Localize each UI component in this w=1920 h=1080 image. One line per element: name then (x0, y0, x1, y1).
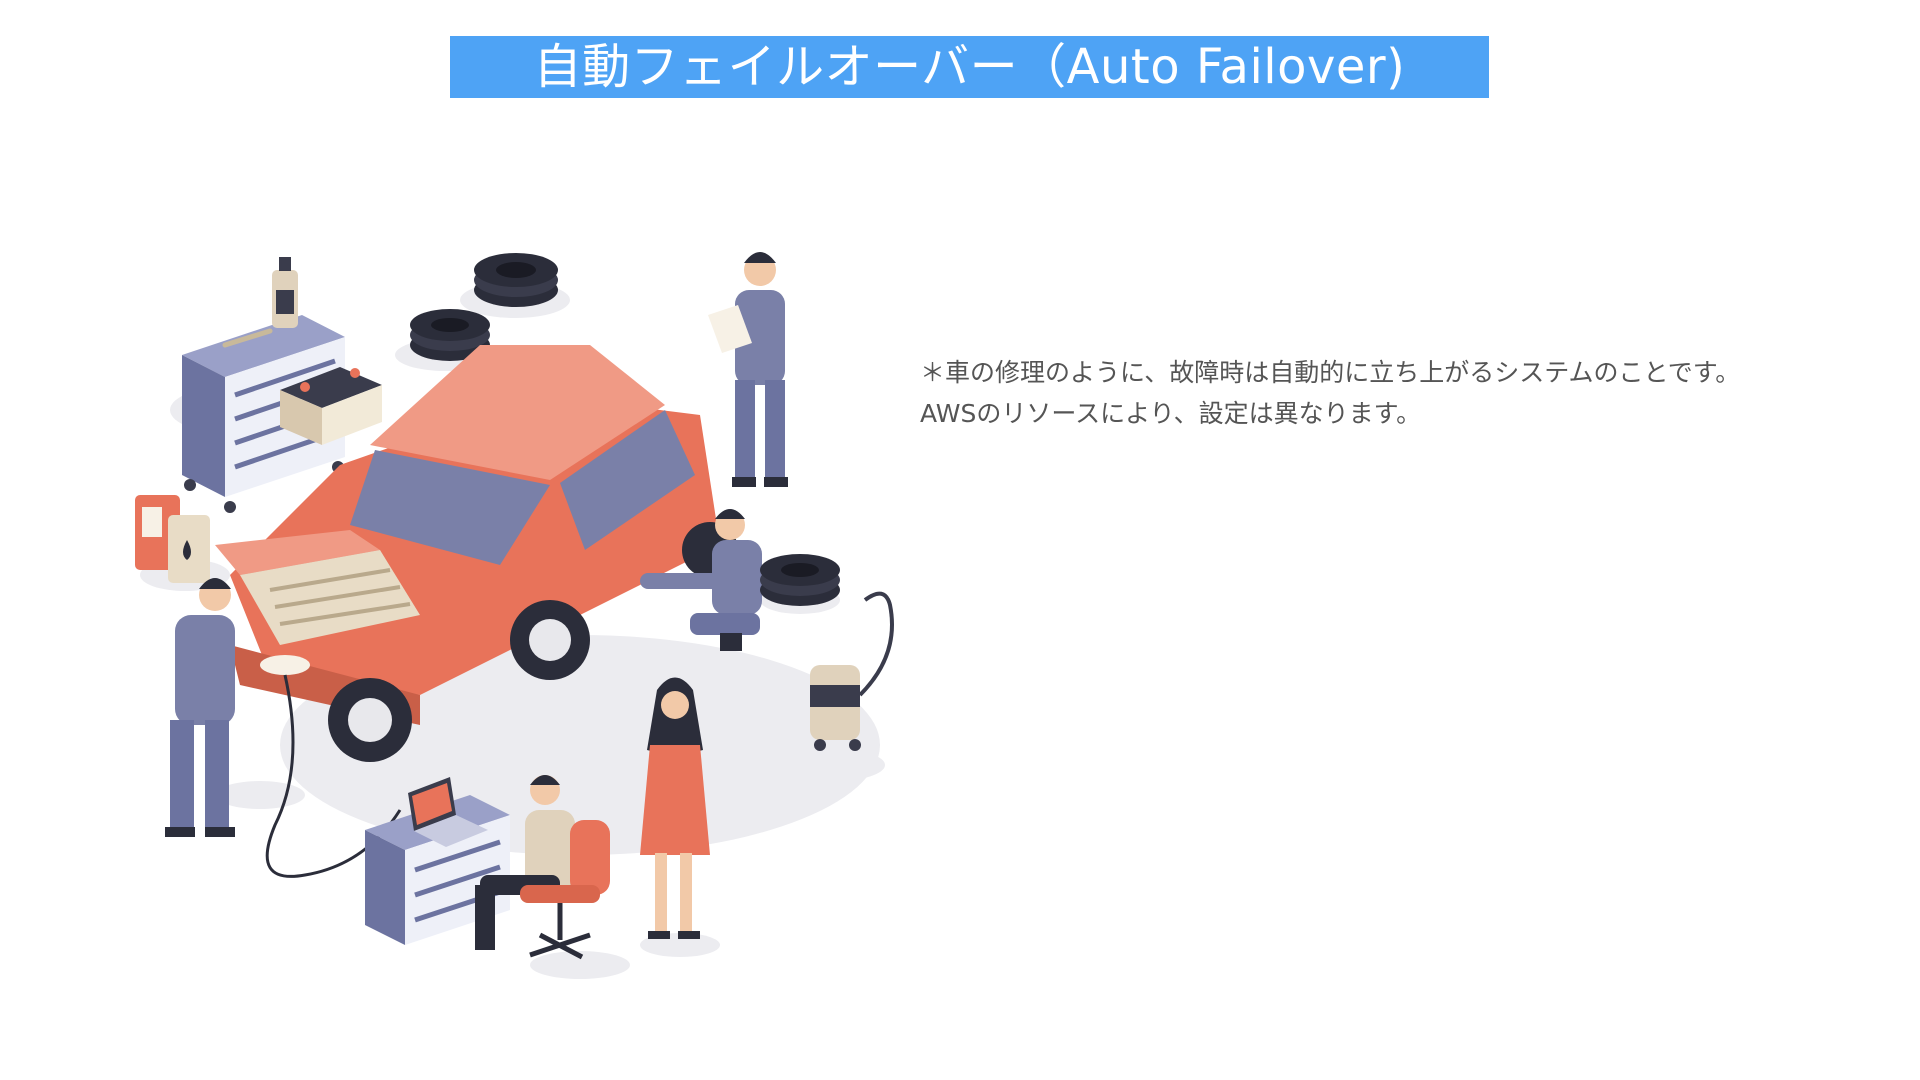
woman-icon (640, 677, 710, 939)
diagnostic-cable (265, 674, 402, 878)
office-chair-icon (520, 820, 610, 960)
mechanic-icon (640, 509, 762, 651)
slide-title: 自動フェイルオーバー（Auto Failover) (533, 39, 1406, 95)
laptop-icon (408, 777, 488, 847)
tire-stack-icon (760, 554, 840, 606)
description-text: ＊車の修理のように、故障時は自動的に立ち上がるシステムのことです。 AWSのリソ… (920, 352, 1860, 434)
car-icon (215, 345, 738, 762)
car-repair-illustration (135, 252, 894, 979)
clipboard-icon (708, 305, 752, 353)
oil-bottle-icon (272, 257, 298, 328)
mechanic-icon (165, 578, 235, 837)
mechanic-icon (708, 252, 788, 487)
vacuum-cleaner-icon (810, 591, 894, 751)
title-bar: 自動フェイルオーバー（Auto Failover) (450, 36, 1489, 98)
description-line-2: AWSのリソースにより、設定は異なります。 (920, 399, 1422, 428)
description-line-1: ＊車の修理のように、故障時は自動的に立ち上がるシステムのことです。 (920, 358, 1741, 387)
battery-icon (280, 367, 382, 445)
fuel-canister-icon (135, 495, 210, 583)
tire-stack-icon (410, 253, 558, 361)
